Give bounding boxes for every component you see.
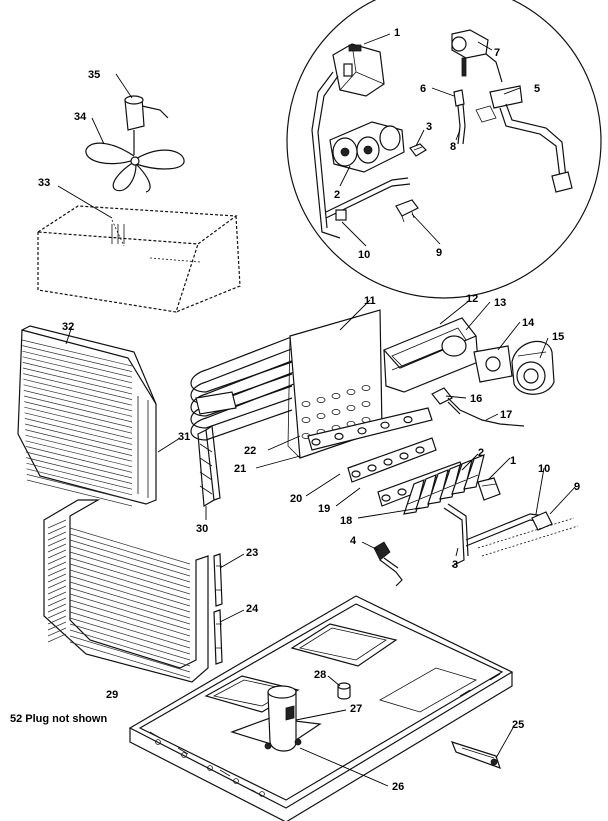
detail-inset-gas-valve [286,0,602,299]
leader-lines [57,33,577,787]
callout-26: 26 [392,781,404,793]
callout-19: 19 [318,503,330,515]
orifice [409,143,427,157]
base-holes [155,739,265,797]
fan-motor [124,95,169,155]
callout-31: 31 [178,431,190,443]
callout-8: 8 [450,141,456,153]
callout-9: 9 [436,247,442,259]
tube-clip [335,209,347,221]
control-bracket [197,424,221,508]
gasket-plate [473,345,513,383]
wrap-around-coil [43,499,209,683]
callout-7: 7 [494,47,500,59]
callout-12: 12 [466,293,478,305]
pilot-burner [475,85,573,193]
callout-15: 15 [552,331,564,343]
gas-valve [311,43,385,239]
callout-10: 10 [358,249,370,261]
wrap-coil-fins [47,519,191,679]
detail-circle [286,0,602,299]
heat-exchanger-tubes [190,335,295,441]
callout-17: 17 [500,409,512,421]
callout-5: 5 [534,83,540,95]
drain-plug [337,682,351,700]
callout-10-lower: 10 [538,463,550,475]
bracket-holes [311,416,413,446]
callout-14: 14 [522,317,535,329]
base-pan [128,595,514,821]
gas-valve-small [477,477,501,501]
plug-note: 52 Plug not shown [10,713,107,725]
callout-25: 25 [512,719,524,731]
callout-21: 21 [234,463,246,475]
coil-fins [21,339,133,507]
callout-3-lower: 3 [452,559,458,571]
manifold-regulator [329,121,405,173]
limit-switch [395,199,419,223]
mounting-rail [450,741,501,769]
callout-33: 33 [38,177,50,189]
callout-35: 35 [88,69,100,81]
top-cover-panel [36,205,241,313]
callout-18: 18 [340,515,352,527]
callout-1: 1 [394,27,400,39]
side-brackets [213,553,223,665]
callout-11: 11 [364,295,376,307]
callout-4: 4 [350,535,357,547]
combustion-blower [511,340,555,395]
pilot-tube-lower [443,503,579,567]
callout-labels: 1 7 6 5 3 8 2 10 9 35 34 33 11 12 13 14 … [10,27,580,793]
callout-29: 29 [106,689,118,701]
heat-exchanger [190,309,383,459]
gas-tube-edge [325,183,411,219]
callout-2-lower: 2 [478,447,484,459]
callout-27: 27 [350,703,362,715]
burner-cover-plate [382,317,479,393]
callout-16: 16 [470,393,482,405]
callout-6: 6 [420,83,426,95]
gas-tube [325,177,409,213]
callout-34: 34 [74,111,87,123]
fan-blade [85,142,185,193]
callout-32: 32 [62,321,74,333]
callout-3: 3 [426,121,432,133]
callout-9-lower: 9 [574,481,580,493]
heat-exchanger-holes [301,384,371,439]
condenser-coil [17,325,157,507]
callout-20: 20 [290,493,302,505]
compressor [230,685,322,752]
flame-sensor [431,387,525,427]
callout-1-lower: 1 [510,455,516,467]
flame-rollout-switch [373,541,403,587]
bracket-holes [351,446,425,478]
pilot-assembly [451,29,503,145]
callout-24: 24 [246,603,259,615]
burner-set [403,454,485,515]
callout-2: 2 [334,189,340,201]
callout-30: 30 [196,523,208,535]
callout-28: 28 [314,669,326,681]
callout-22: 22 [244,445,256,457]
callout-13: 13 [494,297,506,309]
callout-23: 23 [246,547,258,559]
burners [403,454,485,515]
